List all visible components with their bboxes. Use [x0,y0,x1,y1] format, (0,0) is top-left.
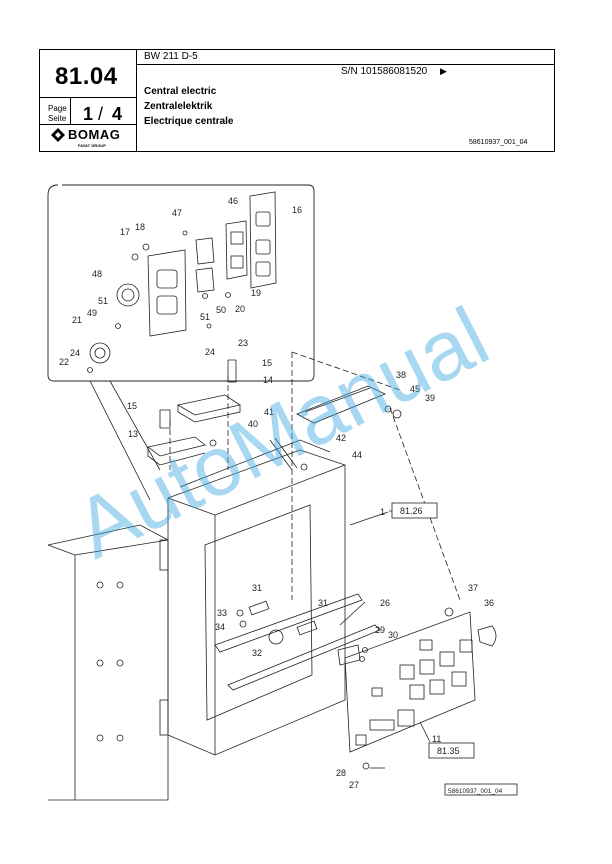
callout-42: 42 [336,433,346,443]
callout-24: 24 [70,348,80,358]
page-label-de: Seite [48,114,67,123]
callout-11: 11 [432,734,441,744]
callout-24: 24 [205,347,215,357]
callout-16: 16 [292,205,302,215]
doc-code: 58610937_001_04 [469,139,528,146]
callout-14: 14 [263,375,273,385]
callout-13: 13 [128,429,138,439]
callout-29: 29 [375,625,385,635]
callout-30: 30 [388,630,398,640]
model-name: BW 211 D-5 [144,51,198,62]
page-total: 4 [112,104,123,124]
callout-15: 15 [262,358,272,368]
callout-45: 45 [410,384,420,394]
bomag-logo-mark [51,128,65,142]
inset-bracket [147,249,187,337]
callout-41: 41 [264,407,274,417]
bracket-13 [147,436,206,457]
callout-46: 46 [228,196,238,206]
callout-1: 1 [380,507,385,517]
page-current: 1 [83,104,94,124]
logo-text: BOMAG [68,127,121,142]
title-de: Zentralelektrik [144,101,213,112]
callout-47: 47 [172,208,182,218]
callout-36: 36 [484,598,494,608]
bracket-38 [296,385,386,424]
rail-26 [227,624,381,691]
ref-box-81-26 [391,502,438,519]
cabinet-door-opening [204,504,313,721]
section-number: 81.04 [55,63,118,90]
logo-subtext: FAYAT GROUP [78,143,106,148]
serial-arrow-icon: ▶ [440,66,447,76]
header-block [39,49,555,152]
drawing-code-box [444,783,518,796]
drawing-code: 58610937_001_04 [448,788,503,795]
callout-48: 48 [92,269,102,279]
callout-19: 19 [251,288,261,298]
callout-26: 26 [380,598,390,608]
callout-39: 39 [425,393,435,403]
ref-box-81-35 [428,742,475,759]
callout-37: 37 [468,583,478,593]
serial-number: S/N 101586081520 [341,66,428,77]
central-electric-board [344,611,476,753]
page-label: Page [48,104,67,113]
callout-31: 31 [252,583,262,593]
callout-31: 31 [318,598,328,608]
callout-32: 32 [252,648,262,658]
ref-label-81-35: 81.35 [437,746,460,756]
callout-18: 18 [135,222,145,232]
title-fr: Electrique centrale [144,116,234,127]
callout-17: 17 [120,227,130,237]
bomag-logo [50,127,130,152]
knob-36 [477,625,497,647]
callout-23: 23 [238,338,248,348]
ref-label-81-26: 81.26 [400,506,423,516]
title-en: Central electric [144,86,217,97]
watermark-text: AutoManual [60,289,502,576]
callout-33: 33 [217,608,227,618]
callout-21: 21 [72,315,82,325]
callout-28: 28 [336,768,346,778]
callout-15: 15 [127,401,137,411]
inset-switch-panel [225,220,248,280]
callout-34: 34 [215,622,225,632]
callout-49: 49 [87,308,97,318]
callout-40: 40 [248,419,258,429]
callout-38: 38 [396,370,406,380]
callout-51: 51 [200,312,210,322]
detail-inset-frame [47,184,315,382]
callout-20: 20 [235,304,245,314]
inset-panel-plate [249,191,277,289]
callout-44: 44 [352,450,362,460]
callout-27: 27 [349,780,359,790]
page-separator: / [98,104,104,124]
callout-51: 51 [98,296,108,306]
callout-22: 22 [59,357,69,367]
callout-50: 50 [216,305,226,315]
